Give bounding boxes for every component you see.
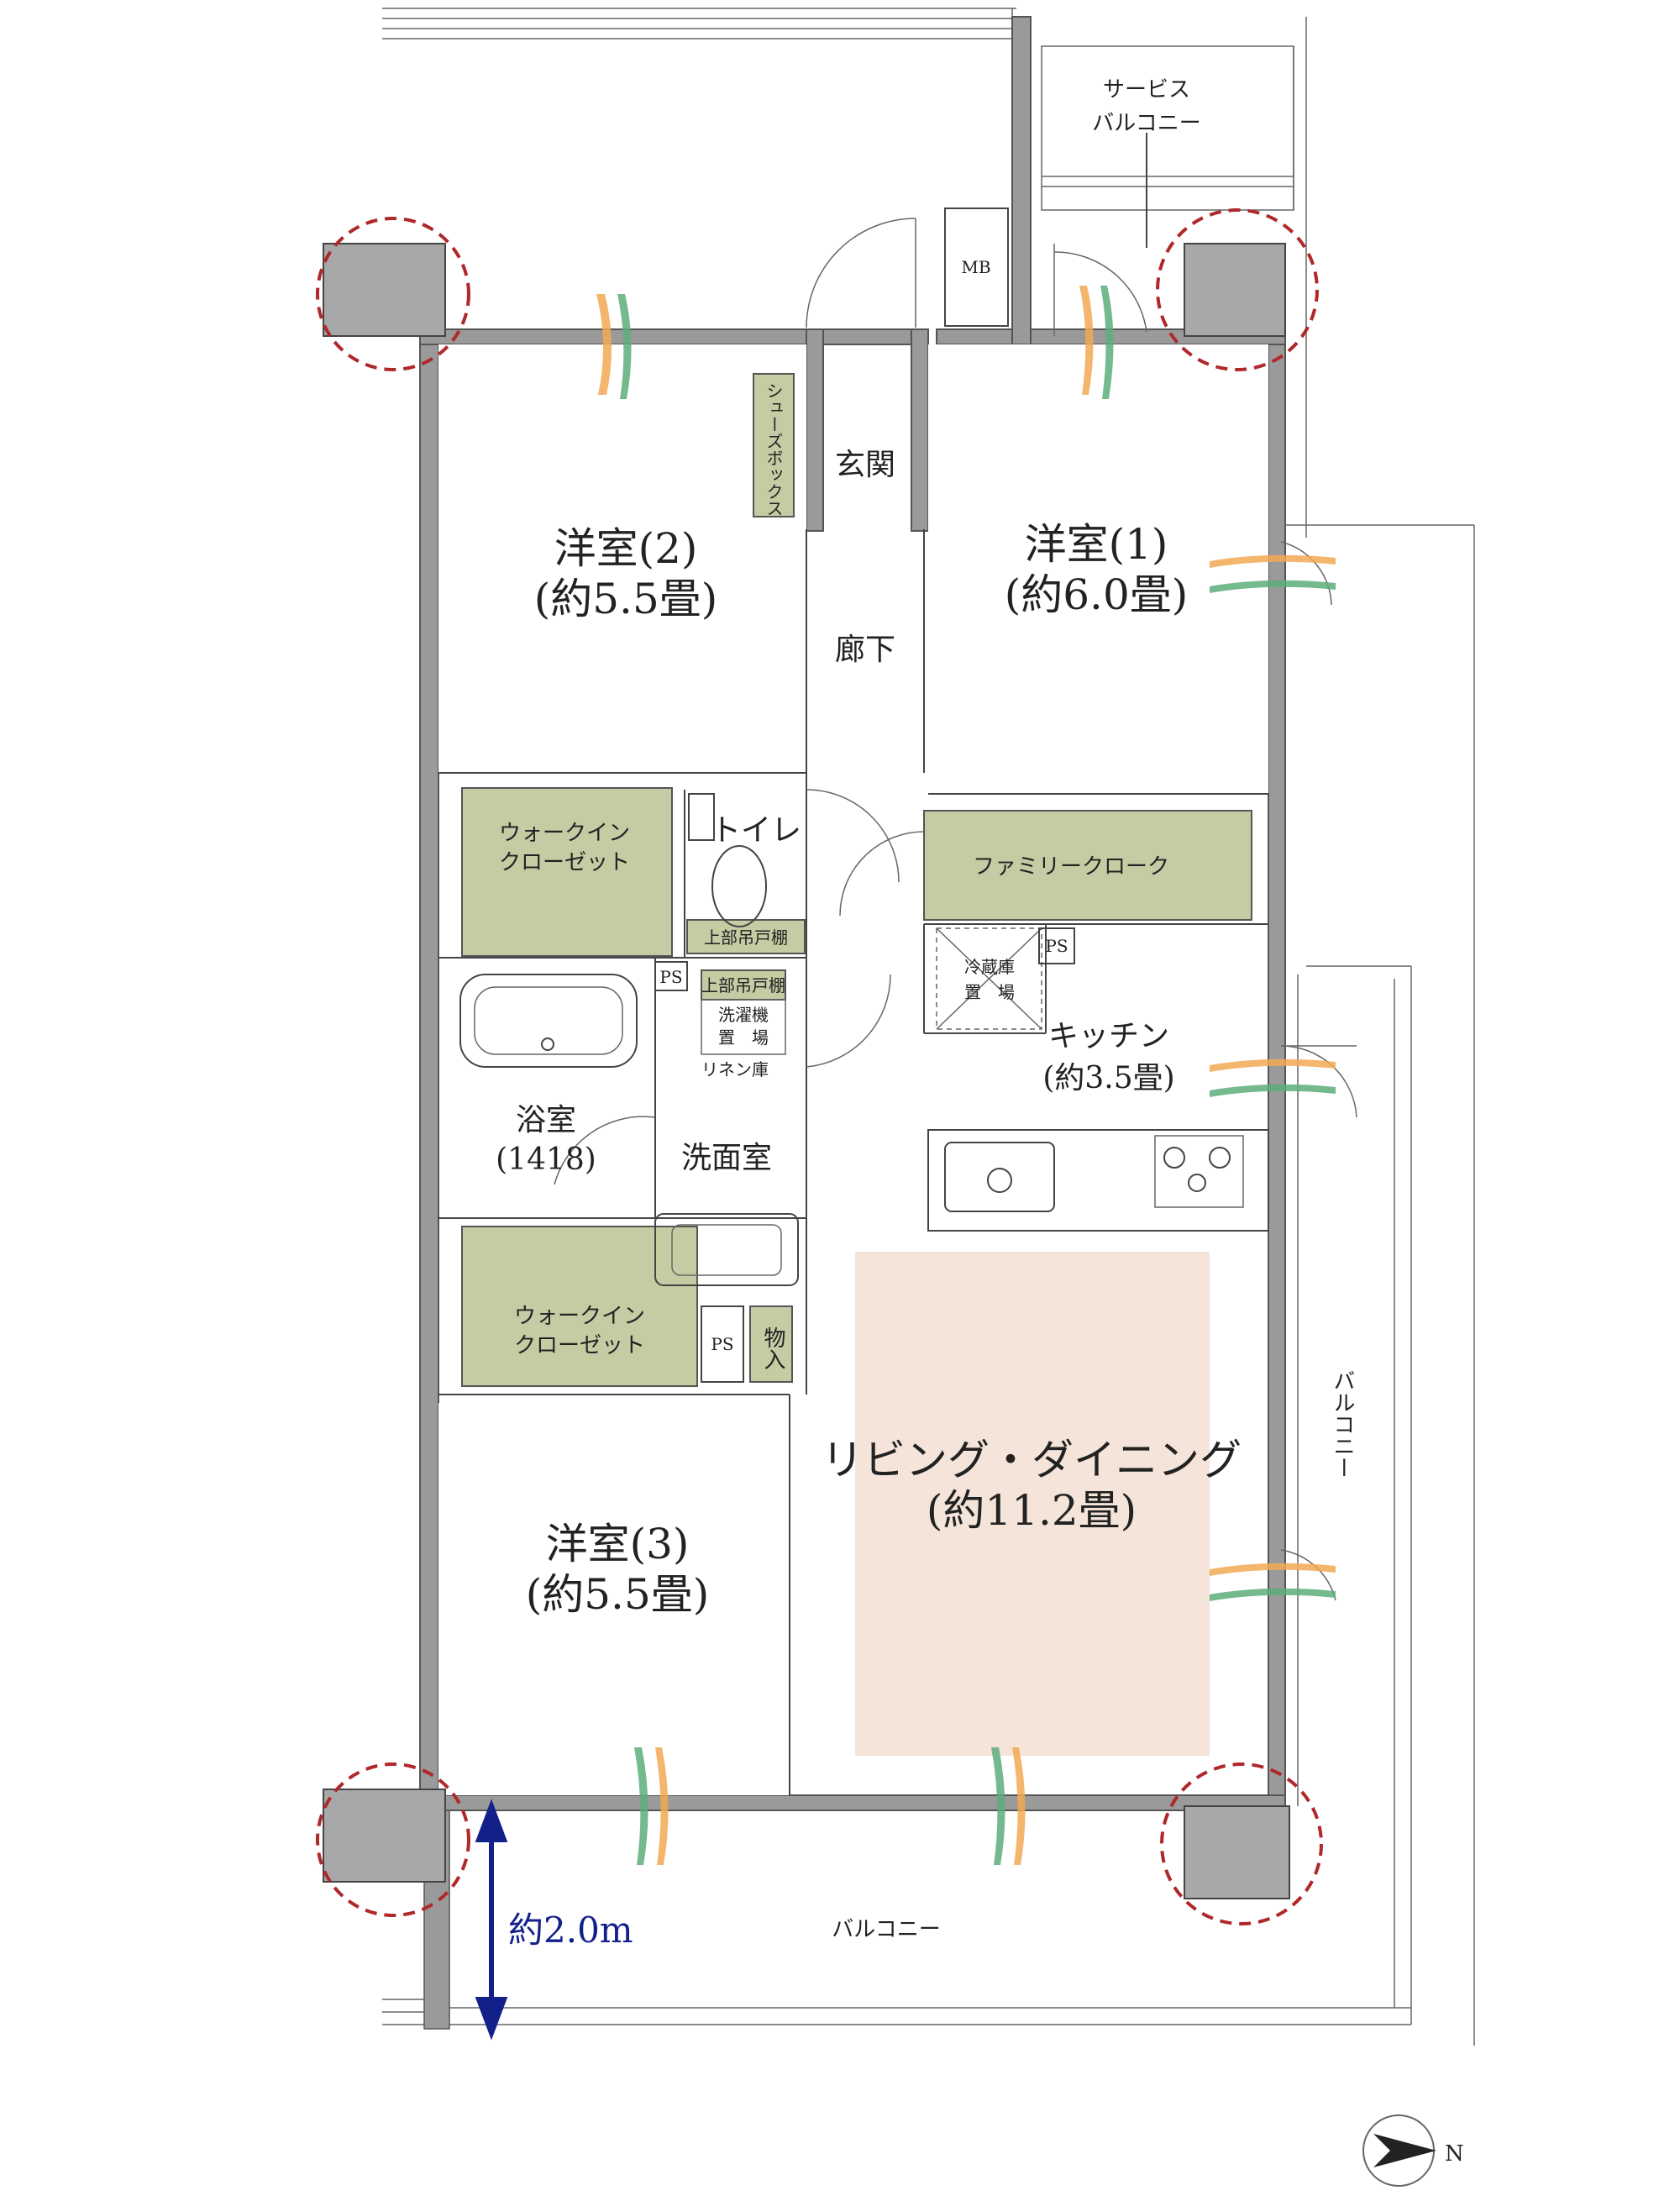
- ps-label-1: PS: [659, 967, 682, 987]
- wic-1-line-1: ウォークイン: [499, 821, 630, 846]
- bottom-balcony-label: バルコニー: [832, 1917, 940, 1942]
- washer-label-1: 洗濯機: [718, 1005, 769, 1025]
- toilet-fixture: [688, 793, 767, 927]
- upper-cabinet-2-label: 上部吊戸棚: [701, 975, 785, 995]
- kitchen-counter: [927, 1129, 1269, 1232]
- living-highlight: [855, 1252, 1210, 1756]
- hall-closet: [749, 1305, 793, 1383]
- western-room-2-name: 洋室(2): [554, 524, 698, 573]
- kitchen-size: (約3.5畳): [1042, 1061, 1174, 1095]
- bathtub: [459, 974, 638, 1068]
- washer-label-2: 置 場: [718, 1027, 769, 1048]
- ps-label-3: PS: [711, 1334, 733, 1354]
- wic-2-line-1: ウォークイン: [514, 1304, 645, 1329]
- toilet-label: トイレ: [711, 813, 801, 848]
- bath-size: (1418): [496, 1143, 596, 1177]
- columns: [323, 243, 1290, 1899]
- fridge-label-2: 置 場: [964, 982, 1015, 1002]
- upper-cabinet-1-label: 上部吊戸棚: [704, 927, 788, 948]
- ps-label-2: PS: [1045, 936, 1068, 956]
- living-dining-name: リビング・ダイニング: [822, 1436, 1242, 1484]
- compass-icon: [1362, 2114, 1436, 2187]
- western-room-3-size: (約5.5畳): [526, 1570, 710, 1619]
- ps-box-3: [701, 1305, 744, 1383]
- western-room-2-size: (約5.5畳): [534, 575, 718, 623]
- top-railing: [382, 8, 1016, 50]
- service-balcony-label-1: サービス: [1103, 77, 1190, 102]
- mb-label: MB: [961, 257, 990, 277]
- washer-space: [701, 999, 786, 1055]
- shoe-box: [753, 373, 795, 517]
- fridge-label-1: 冷蔵庫: [964, 957, 1015, 977]
- walk-in-closet-1: [461, 787, 673, 957]
- ps-box-2: [1038, 927, 1075, 964]
- wash-basin: [654, 1213, 799, 1286]
- mb-box: [944, 207, 1009, 327]
- living-dining-size: (約11.2畳): [927, 1486, 1137, 1535]
- hall-closet-label: 物入: [760, 1326, 785, 1370]
- room-fills: [438, 344, 1268, 1795]
- compass-north-label: N: [1445, 2141, 1464, 2167]
- washroom-label: 洗面室: [681, 1141, 772, 1175]
- dimension-arrow: [475, 1799, 508, 2041]
- western-room-1-size: (約6.0畳): [1005, 570, 1189, 619]
- bath-name: 浴室: [516, 1103, 576, 1137]
- ps-box-1: [654, 961, 688, 991]
- family-cloak: [923, 810, 1252, 921]
- corridor-label: 廊下: [835, 633, 895, 667]
- service-balcony-label-2: バルコニー: [1092, 111, 1200, 136]
- fridge-space: [936, 927, 1042, 1030]
- linen-label: リネン庫: [701, 1059, 769, 1079]
- interior-partitions: [438, 529, 1268, 1795]
- service-balcony: [1041, 17, 1307, 538]
- shoe-box-label: シューズボックス: [764, 382, 784, 517]
- western-room-1-name: 洋室(1): [1025, 520, 1168, 569]
- wic-2-line-2: クローゼット: [514, 1333, 645, 1358]
- walk-in-closet-2: [461, 1226, 698, 1387]
- closets: [461, 373, 1252, 1387]
- wic-1-line-2: クローゼット: [499, 850, 630, 875]
- column-markers: [316, 208, 1323, 1925]
- side-balcony: [1285, 524, 1475, 2046]
- kitchen-name: キッチン: [1048, 1019, 1169, 1053]
- entrance-label: 玄関: [835, 448, 895, 482]
- ventilation-marks: [596, 286, 1336, 1865]
- balcony-depth-label: 約2.0m: [508, 1909, 633, 1951]
- western-room-3-name: 洋室(3): [546, 1520, 690, 1568]
- family-cloak-label: ファミリークローク: [973, 854, 1169, 880]
- side-balcony-label: バルコニー: [1330, 1369, 1355, 1479]
